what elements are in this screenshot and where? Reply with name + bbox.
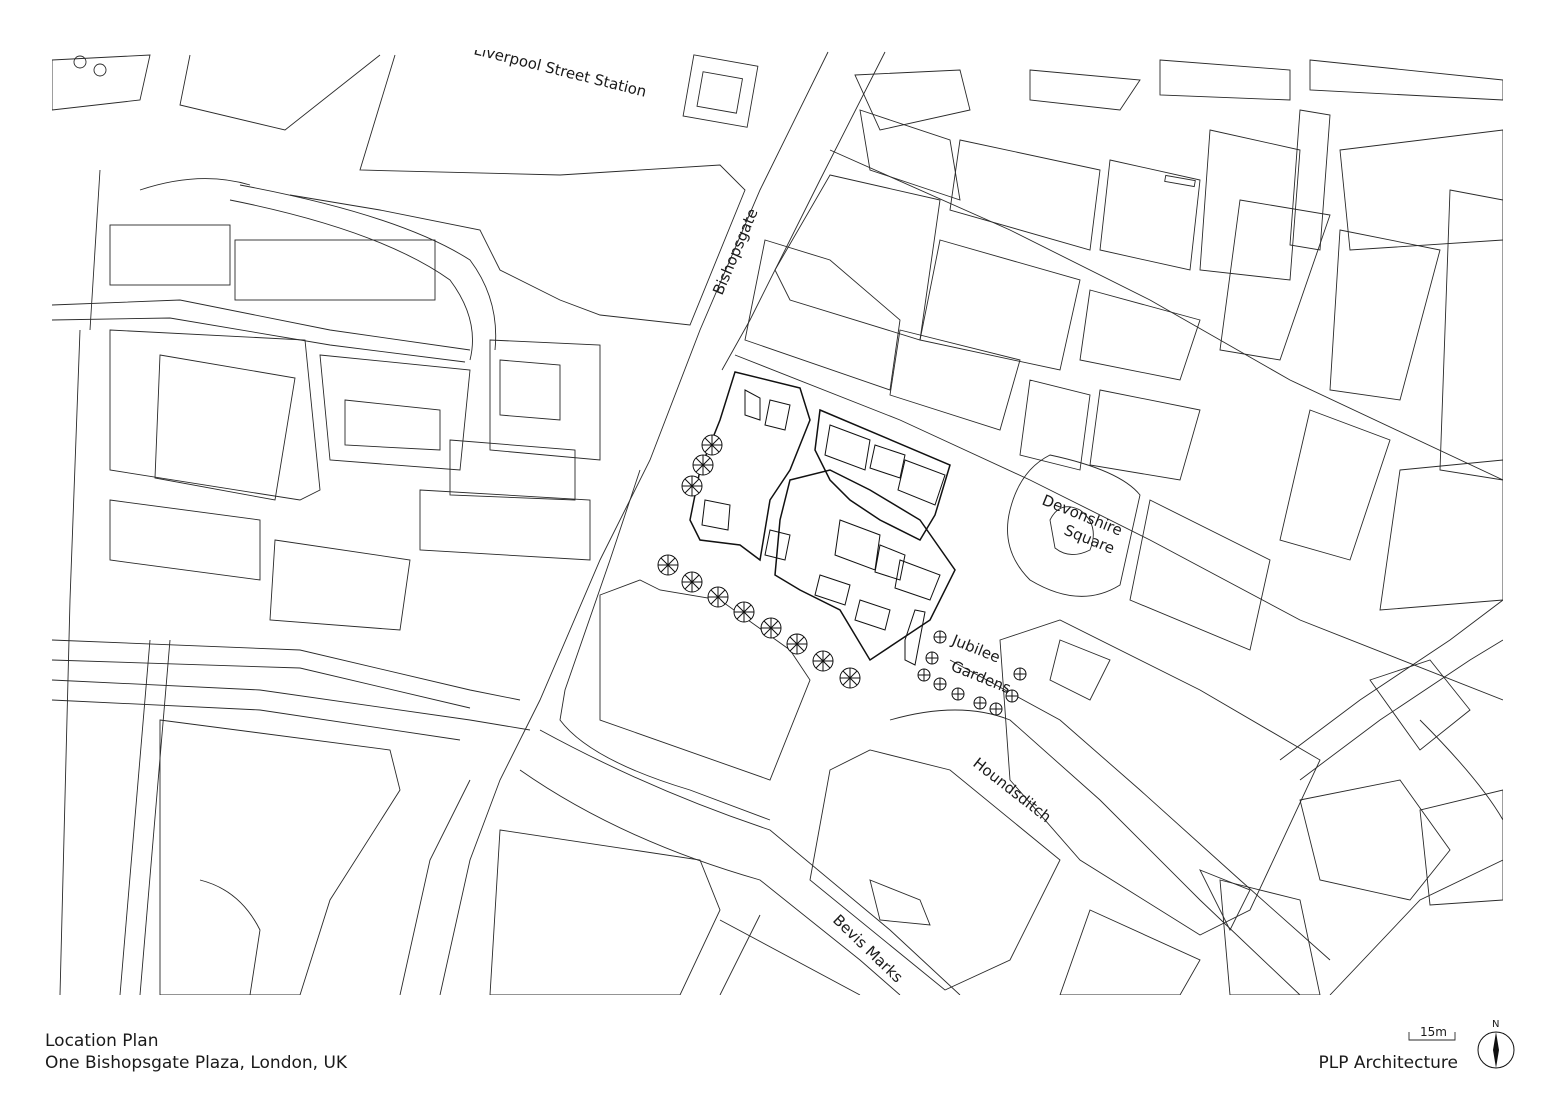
north-label: N (1492, 1019, 1499, 1030)
label-bishopsgate: Bishopsgate (709, 206, 762, 298)
map-labels: Liverpool Street Station Bishopsgate Dev… (472, 40, 1125, 986)
street-edges (52, 51, 1503, 995)
label-liverpool-street-station: Liverpool Street Station (472, 40, 648, 100)
scale-bar-label: 15m (1420, 1025, 1447, 1039)
caption-title: Location Plan (45, 1031, 159, 1051)
scale-bar: 15m (1408, 1025, 1456, 1041)
base-map: Liverpool Street Station Bishopsgate Dev… (52, 40, 1503, 995)
caption: Location Plan One Bishopsgate Plaza, Lon… (45, 1030, 347, 1074)
label-houndsditch: Houndsditch (970, 754, 1055, 826)
building-outlines (52, 54, 1503, 995)
site-plan (689, 371, 956, 666)
architect-credit: PLP Architecture (1318, 1053, 1458, 1073)
north-arrow-icon: N (1477, 1019, 1515, 1069)
caption-subtitle: One Bishopsgate Plaza, London, UK (45, 1053, 348, 1073)
